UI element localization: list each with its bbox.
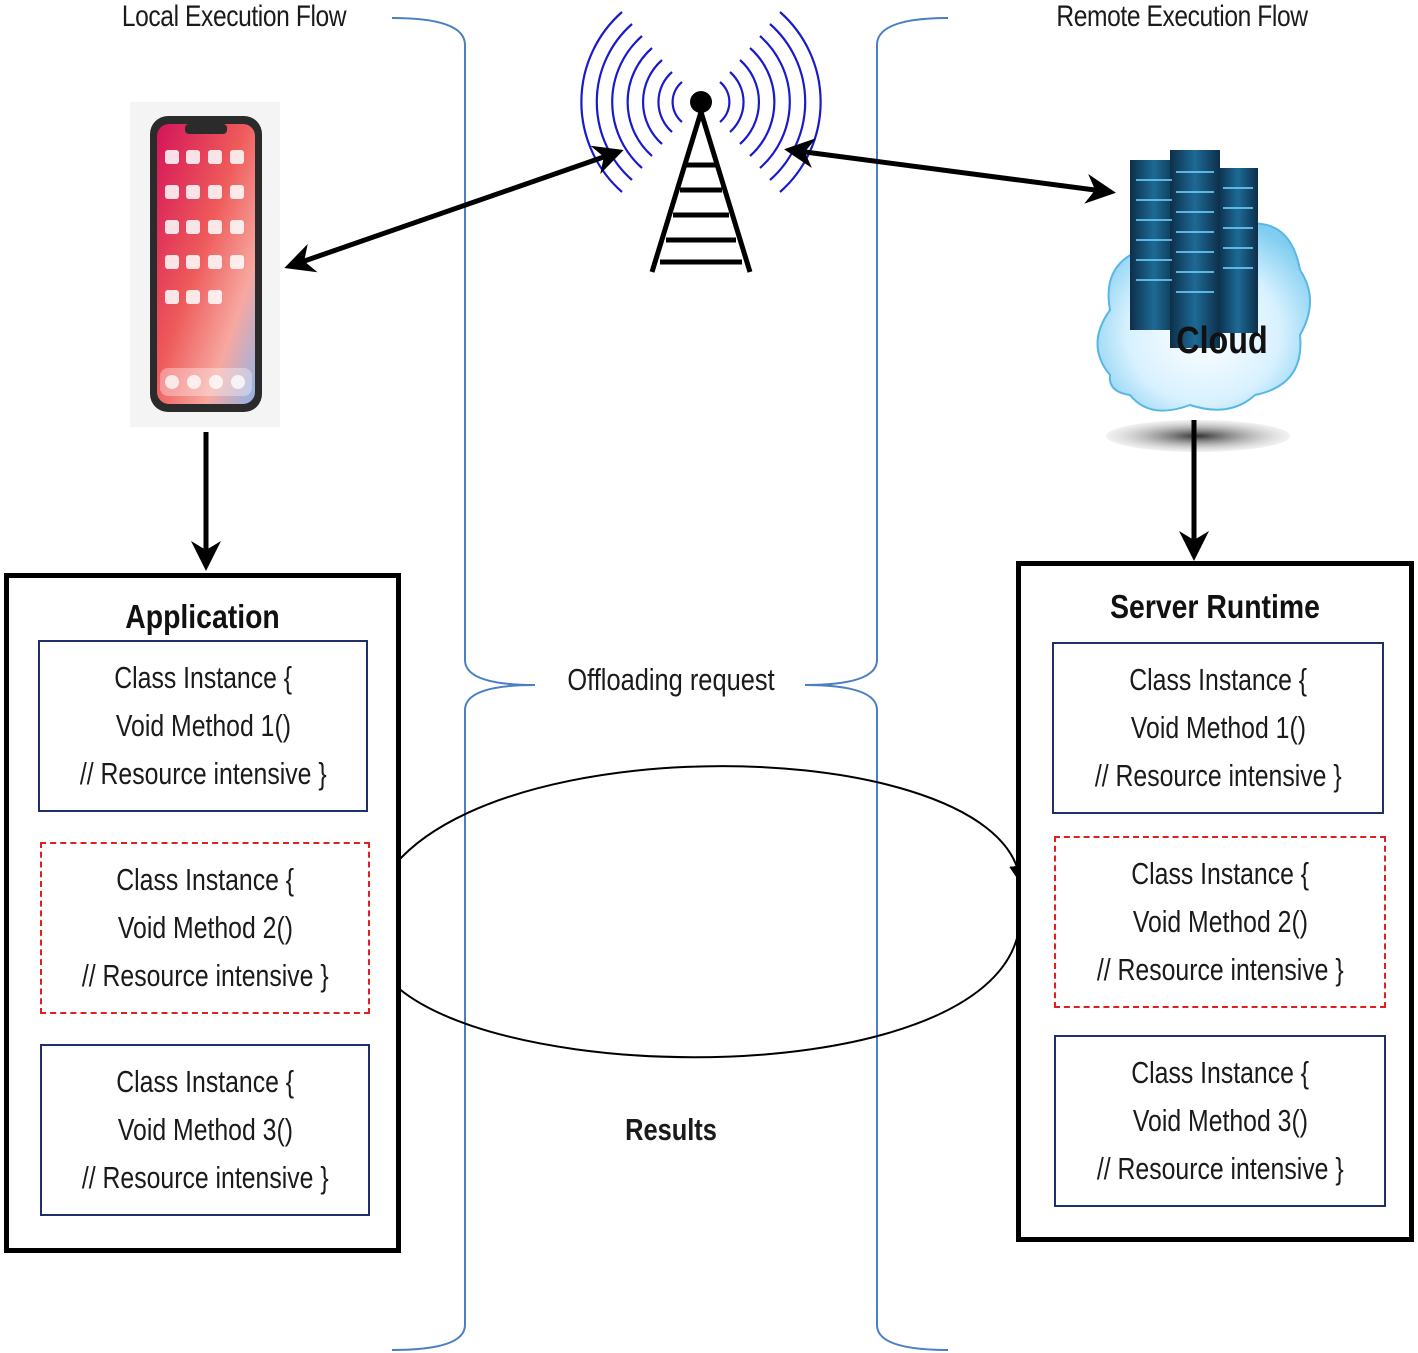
app-class-card-1: Class Instance { Void Method 1() // Reso…: [38, 640, 368, 812]
card-line: Class Instance {: [116, 1064, 294, 1099]
right-divider-lower: [804, 684, 949, 1351]
offloading-request-curve: [367, 765, 1028, 936]
tower-cloud-arrow: [784, 138, 1116, 204]
antenna-tower-icon: [580, 11, 822, 273]
right-divider-upper: [804, 17, 949, 686]
server-class-card-1: Class Instance { Void Method 1() // Reso…: [1052, 642, 1384, 814]
card-line: Void Method 1(): [115, 708, 291, 743]
app-class-card-3: Class Instance { Void Method 3() // Reso…: [40, 1044, 370, 1216]
left-divider-upper: [391, 17, 536, 686]
remote-flow-title: Remote Execution Flow: [1056, 0, 1308, 33]
card-line: Class Instance {: [1129, 662, 1307, 697]
cloud-label: Cloud: [1176, 320, 1268, 362]
server-class-card-3: Class Instance { Void Method 3() // Reso…: [1054, 1035, 1386, 1207]
application-panel: Application Class Instance { Void Method…: [4, 573, 401, 1253]
card-line: Class Instance {: [1131, 856, 1309, 891]
server-runtime-title: Server Runtime: [1110, 588, 1320, 625]
card-line: // Resource intensive }: [1096, 1151, 1344, 1186]
cloud-server-icon: [1096, 150, 1311, 452]
card-line: // Resource intensive }: [79, 756, 327, 791]
smartphone-icon: [130, 102, 280, 427]
offloading-request-label: Offloading request: [567, 662, 775, 697]
card-line: Void Method 2(): [1132, 904, 1308, 939]
server-runtime-panel: Server Runtime Class Instance { Void Met…: [1016, 561, 1414, 1242]
card-line: Class Instance {: [114, 660, 292, 695]
app-class-card-2-offloadable: Class Instance { Void Method 2() // Reso…: [40, 842, 370, 1014]
server-class-card-2-offloaded: Class Instance { Void Method 2() // Reso…: [1054, 836, 1386, 1008]
card-line: Void Method 3(): [1132, 1103, 1308, 1138]
application-title: Application: [125, 598, 280, 635]
card-line: Void Method 3(): [117, 1112, 293, 1147]
results-curve: [361, 919, 1021, 1059]
card-line: // Resource intensive }: [1094, 758, 1342, 793]
card-line: Void Method 2(): [117, 910, 293, 945]
phone-tower-arrow: [284, 145, 624, 273]
left-divider-lower: [391, 684, 536, 1351]
local-flow-title: Local Execution Flow: [121, 0, 347, 33]
card-line: Class Instance {: [116, 862, 294, 897]
results-label: Results: [625, 1112, 717, 1147]
card-line: Void Method 1(): [1130, 710, 1306, 745]
card-line: // Resource intensive }: [81, 958, 329, 993]
card-line: Class Instance {: [1131, 1055, 1309, 1090]
card-line: // Resource intensive }: [1096, 952, 1344, 987]
card-line: // Resource intensive }: [81, 1160, 329, 1195]
